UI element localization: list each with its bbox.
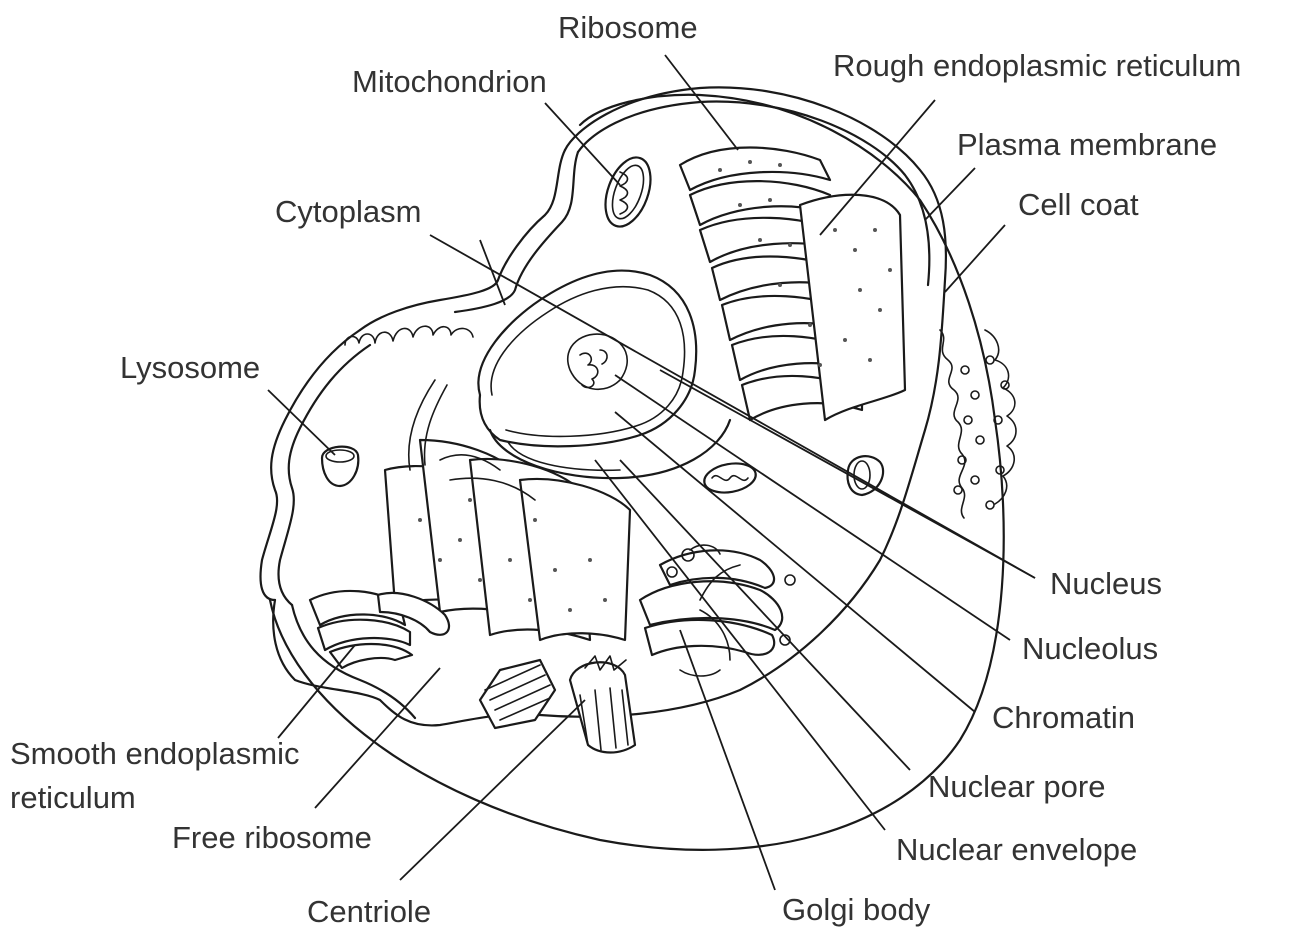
nucleus — [478, 271, 730, 479]
label-cell-coat: Cell coat — [1018, 187, 1139, 222]
label-nucleus: Nucleus — [1050, 566, 1162, 601]
label-rough-er: Rough endoplasmic reticulum — [833, 48, 1241, 83]
cell-coat-ruffle — [940, 330, 965, 518]
leader-cell-coat — [945, 225, 1005, 292]
coat-vesicles — [954, 356, 1009, 509]
leader-mitochondrion — [545, 103, 620, 185]
label-chromatin: Chromatin — [992, 700, 1135, 735]
label-smooth-er-line1: Smooth endoplasmic — [10, 736, 300, 771]
label-nucleolus: Nucleolus — [1022, 631, 1158, 666]
centrioles — [480, 656, 635, 753]
lysosome — [322, 447, 358, 486]
label-free-ribosome: Free ribosome — [172, 820, 372, 855]
label-plasma-membrane: Plasma membrane — [957, 127, 1217, 162]
leader-centriole — [400, 700, 585, 880]
label-mitochondrion: Mitochondrion — [352, 64, 547, 99]
label-ribosome: Ribosome — [558, 10, 698, 45]
label-smooth-er-line2: reticulum — [10, 780, 136, 815]
leader-plasma-membrane — [925, 168, 975, 220]
rough-endoplasmic-reticulum — [680, 148, 905, 421]
labels: Ribosome Mitochondrion Rough endoplasmic… — [10, 10, 1241, 929]
nuclear-envelope-outline — [478, 271, 696, 447]
mitochondrion — [597, 151, 659, 232]
microvilli-top-left — [345, 326, 473, 345]
label-lysosome: Lysosome — [120, 350, 260, 385]
smooth-endoplasmic-reticulum — [310, 591, 449, 668]
label-centriole: Centriole — [307, 894, 431, 929]
label-nuclear-pore: Nuclear pore — [928, 769, 1105, 804]
leader-lysosome — [268, 390, 335, 455]
label-nuclear-envelope: Nuclear envelope — [896, 832, 1137, 867]
label-cytoplasm: Cytoplasm — [275, 194, 421, 229]
label-golgi-body: Golgi body — [782, 892, 931, 927]
leader-golgi-body — [680, 630, 775, 890]
